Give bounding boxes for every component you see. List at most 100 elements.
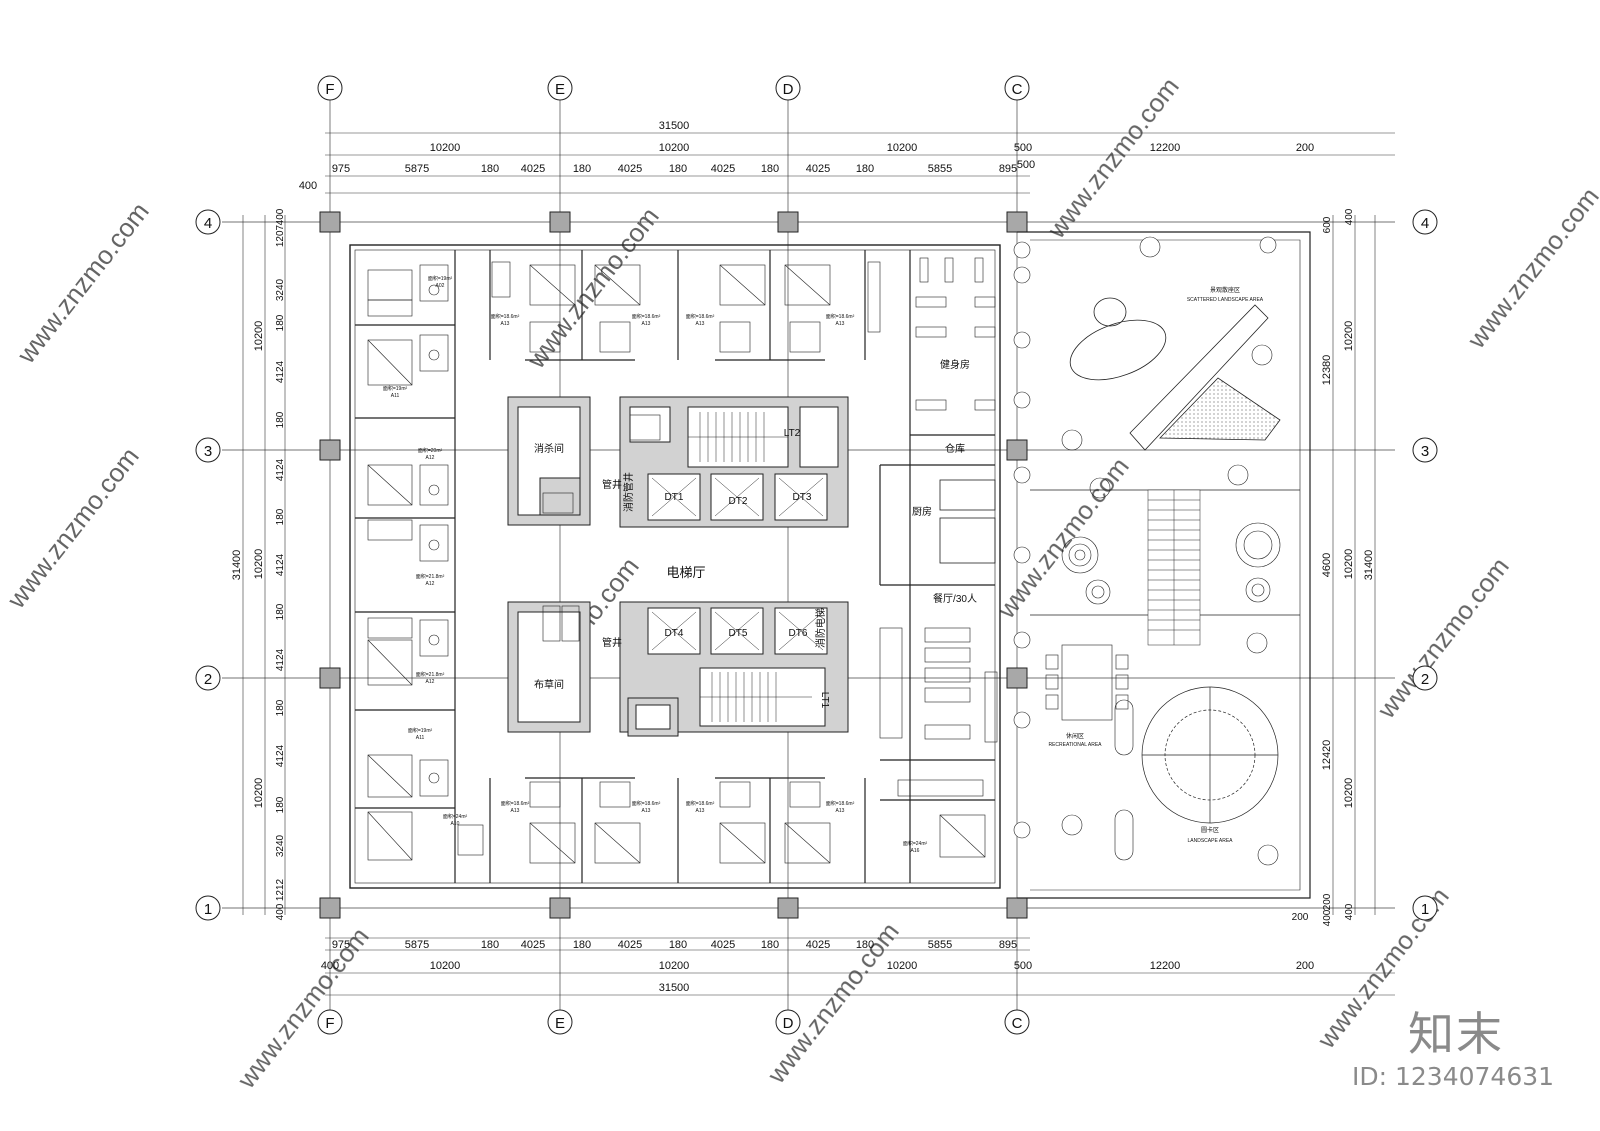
- grid-label: D: [783, 1015, 794, 1032]
- dining-furniture: [879, 627, 998, 797]
- watermark-text: www.znzmo.com: [990, 452, 1134, 625]
- dim-label: 4600: [1321, 553, 1333, 577]
- room-label-lt2: LT2: [784, 428, 801, 439]
- watermark-text: www.znzmo.com: [230, 922, 374, 1095]
- terrace-stair: [1147, 489, 1201, 646]
- dim-label: 1207: [275, 224, 286, 247]
- grid-label: C: [1012, 1015, 1023, 1032]
- room-area: 面积=18.6m²: [826, 800, 855, 807]
- building-shell: [349, 244, 1001, 889]
- dim-label: 180: [669, 939, 687, 951]
- room-label-gym: 健身房: [940, 358, 970, 371]
- dim-label: 895: [999, 939, 1017, 951]
- room-code: A13: [642, 321, 651, 327]
- dim-label: 10200: [887, 960, 918, 972]
- room-area: 面积=24m²: [443, 813, 468, 820]
- dim-label: 180: [275, 411, 286, 428]
- room-area: 面积=19m²: [383, 385, 408, 392]
- grid-label: 3: [204, 443, 212, 460]
- room-code: A02: [436, 283, 445, 289]
- grid-label: 1: [204, 901, 212, 918]
- room-label-dt3: DT3: [793, 492, 812, 503]
- dim-label: 4124: [275, 360, 286, 383]
- dim-label: 12200: [1150, 142, 1181, 154]
- service-zone: [879, 250, 996, 883]
- room-area: 面积=18.6m²: [632, 313, 661, 320]
- stairs: [688, 412, 812, 722]
- dim-label: 10200: [887, 142, 918, 154]
- dim-label: 12420: [1321, 740, 1333, 771]
- dim-label: 4025: [521, 163, 545, 175]
- brand-watermark: 知末: [1408, 1007, 1504, 1061]
- dimension-text-left: 31400 10200 10200 10200 400 1207 3240 18…: [231, 208, 286, 920]
- dim-label: 895: [999, 163, 1017, 175]
- dim-label: 200: [1292, 912, 1309, 923]
- room-area: 面积=18.6m²: [632, 800, 661, 807]
- dim-label: 200: [1296, 960, 1314, 972]
- dim-label: 400: [275, 208, 286, 225]
- grid-label: E: [555, 1015, 565, 1032]
- top-room-wing: [489, 250, 866, 361]
- room-area: 面积=19m²: [428, 275, 453, 282]
- dim-label: 180: [275, 603, 286, 620]
- terrace-label-cn: 圆卡区: [1201, 826, 1219, 834]
- dim-label: 180: [573, 163, 591, 175]
- room-code: A13: [696, 321, 705, 327]
- left-room-wing: [355, 250, 456, 883]
- room-area: 面积=21.8m²: [416, 671, 445, 678]
- watermark-text: www.znzmo.com: [0, 442, 144, 615]
- linen-room-fixtures: [542, 414, 661, 642]
- grid-bubbles: [195, 75, 1438, 1035]
- dim-label: 400: [321, 960, 339, 972]
- dim-label: 10200: [253, 321, 265, 352]
- room-area: 面积=18.6m²: [826, 313, 855, 320]
- grid-label: 4: [1421, 215, 1429, 232]
- grid-label-text: F E D C F E D C 4 3 2 1 4 3 2 1: [204, 81, 1429, 1032]
- water-feature: [1061, 522, 1281, 605]
- grid-label: 2: [1421, 671, 1429, 688]
- dim-label: 10200: [253, 778, 265, 809]
- dim-label: 200: [1322, 893, 1333, 910]
- grid-label: 3: [1421, 443, 1429, 460]
- room-label-lt1: LT1: [819, 692, 830, 709]
- terrace-label-en: RECREATIONAL AREA: [1048, 742, 1102, 748]
- recreation-table: [1045, 644, 1134, 861]
- watermark-text: www.znzmo.com: [520, 202, 664, 375]
- watermark-text: www.znzmo.com: [10, 197, 154, 370]
- dimension-text-right: 31400 10200 10200 10200 12380 4600 12420…: [1292, 208, 1375, 926]
- dim-label: 180: [856, 163, 874, 175]
- dim-label: 400: [299, 180, 317, 192]
- dim-label: 180: [573, 939, 591, 951]
- bottom-room-furniture: [529, 781, 986, 864]
- terrace-label-cn: 景观散座区: [1210, 286, 1240, 294]
- dim-label: 180: [761, 163, 779, 175]
- dim-label: 31400: [231, 550, 243, 581]
- dim-label: 10200: [659, 960, 690, 972]
- dim-label: 180: [275, 314, 286, 331]
- dim-label: 180: [761, 939, 779, 951]
- room-label-fire-shaft: 消防管井: [622, 472, 635, 512]
- dim-label: 5875: [405, 939, 429, 951]
- room-labels: 消杀间 管井 消防管井 电梯厅 管井 布草间 健身房 仓库 厨房 餐厅/30人 …: [534, 286, 1264, 844]
- id-watermark: ID: 1234074631: [1352, 1062, 1555, 1091]
- dim-label: 600: [1322, 216, 1333, 233]
- dim-label: 975: [332, 163, 350, 175]
- dim-label: 4025: [521, 939, 545, 951]
- room-label-elevator-hall: 电梯厅: [666, 565, 705, 580]
- dim-label: 4025: [806, 939, 830, 951]
- planter-pots: [1013, 236, 1277, 839]
- room-label-storage: 仓库: [945, 442, 965, 455]
- dim-label: 10200: [253, 549, 265, 580]
- dim-label: 4025: [806, 163, 830, 175]
- dim-label: 500: [1014, 960, 1032, 972]
- room-code: A16: [911, 848, 920, 854]
- dim-label: 4124: [275, 648, 286, 671]
- dim-label: 180: [856, 939, 874, 951]
- dim-label: 10200: [659, 142, 690, 154]
- dim-label: 10200: [430, 142, 461, 154]
- room-code: A11: [391, 393, 400, 399]
- grid-label: 1: [1421, 901, 1429, 918]
- terrace-label-en: LANDSCAPE AREA: [1187, 838, 1233, 844]
- room-label-dt6: DT6: [789, 628, 808, 639]
